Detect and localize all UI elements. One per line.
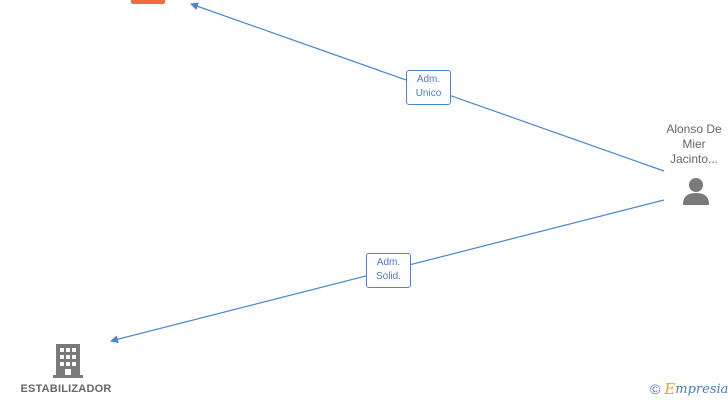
person-name-line: Mier xyxy=(682,137,706,151)
copyright-symbol: © xyxy=(650,381,661,397)
person-name-line: Jacinto... xyxy=(669,152,719,166)
building-icon[interactable] xyxy=(52,342,84,378)
top-company-node-icon[interactable] xyxy=(131,0,165,4)
edge-label-line: Unico xyxy=(415,88,442,99)
brand-logo: © E mpresia xyxy=(650,380,728,398)
person-node-label[interactable]: Alonso De Mier Jacinto... xyxy=(656,122,728,167)
edge-label-line: Adm. xyxy=(376,257,401,268)
edge-label-line: Solid. xyxy=(375,271,401,282)
person-name-line: Alonso De xyxy=(666,122,722,136)
person-icon[interactable] xyxy=(682,176,710,206)
edge-label-line: Adm. xyxy=(416,74,441,85)
logo-text: mpresia xyxy=(675,381,728,397)
logo-letter: E xyxy=(664,380,676,398)
company-node-label[interactable]: ESTABILIZADOR xyxy=(20,383,112,395)
edge-label-adm-unico[interactable]: Adm. Unico xyxy=(406,70,451,105)
edge-label-adm-solid[interactable]: Adm. Solid. xyxy=(366,253,411,288)
